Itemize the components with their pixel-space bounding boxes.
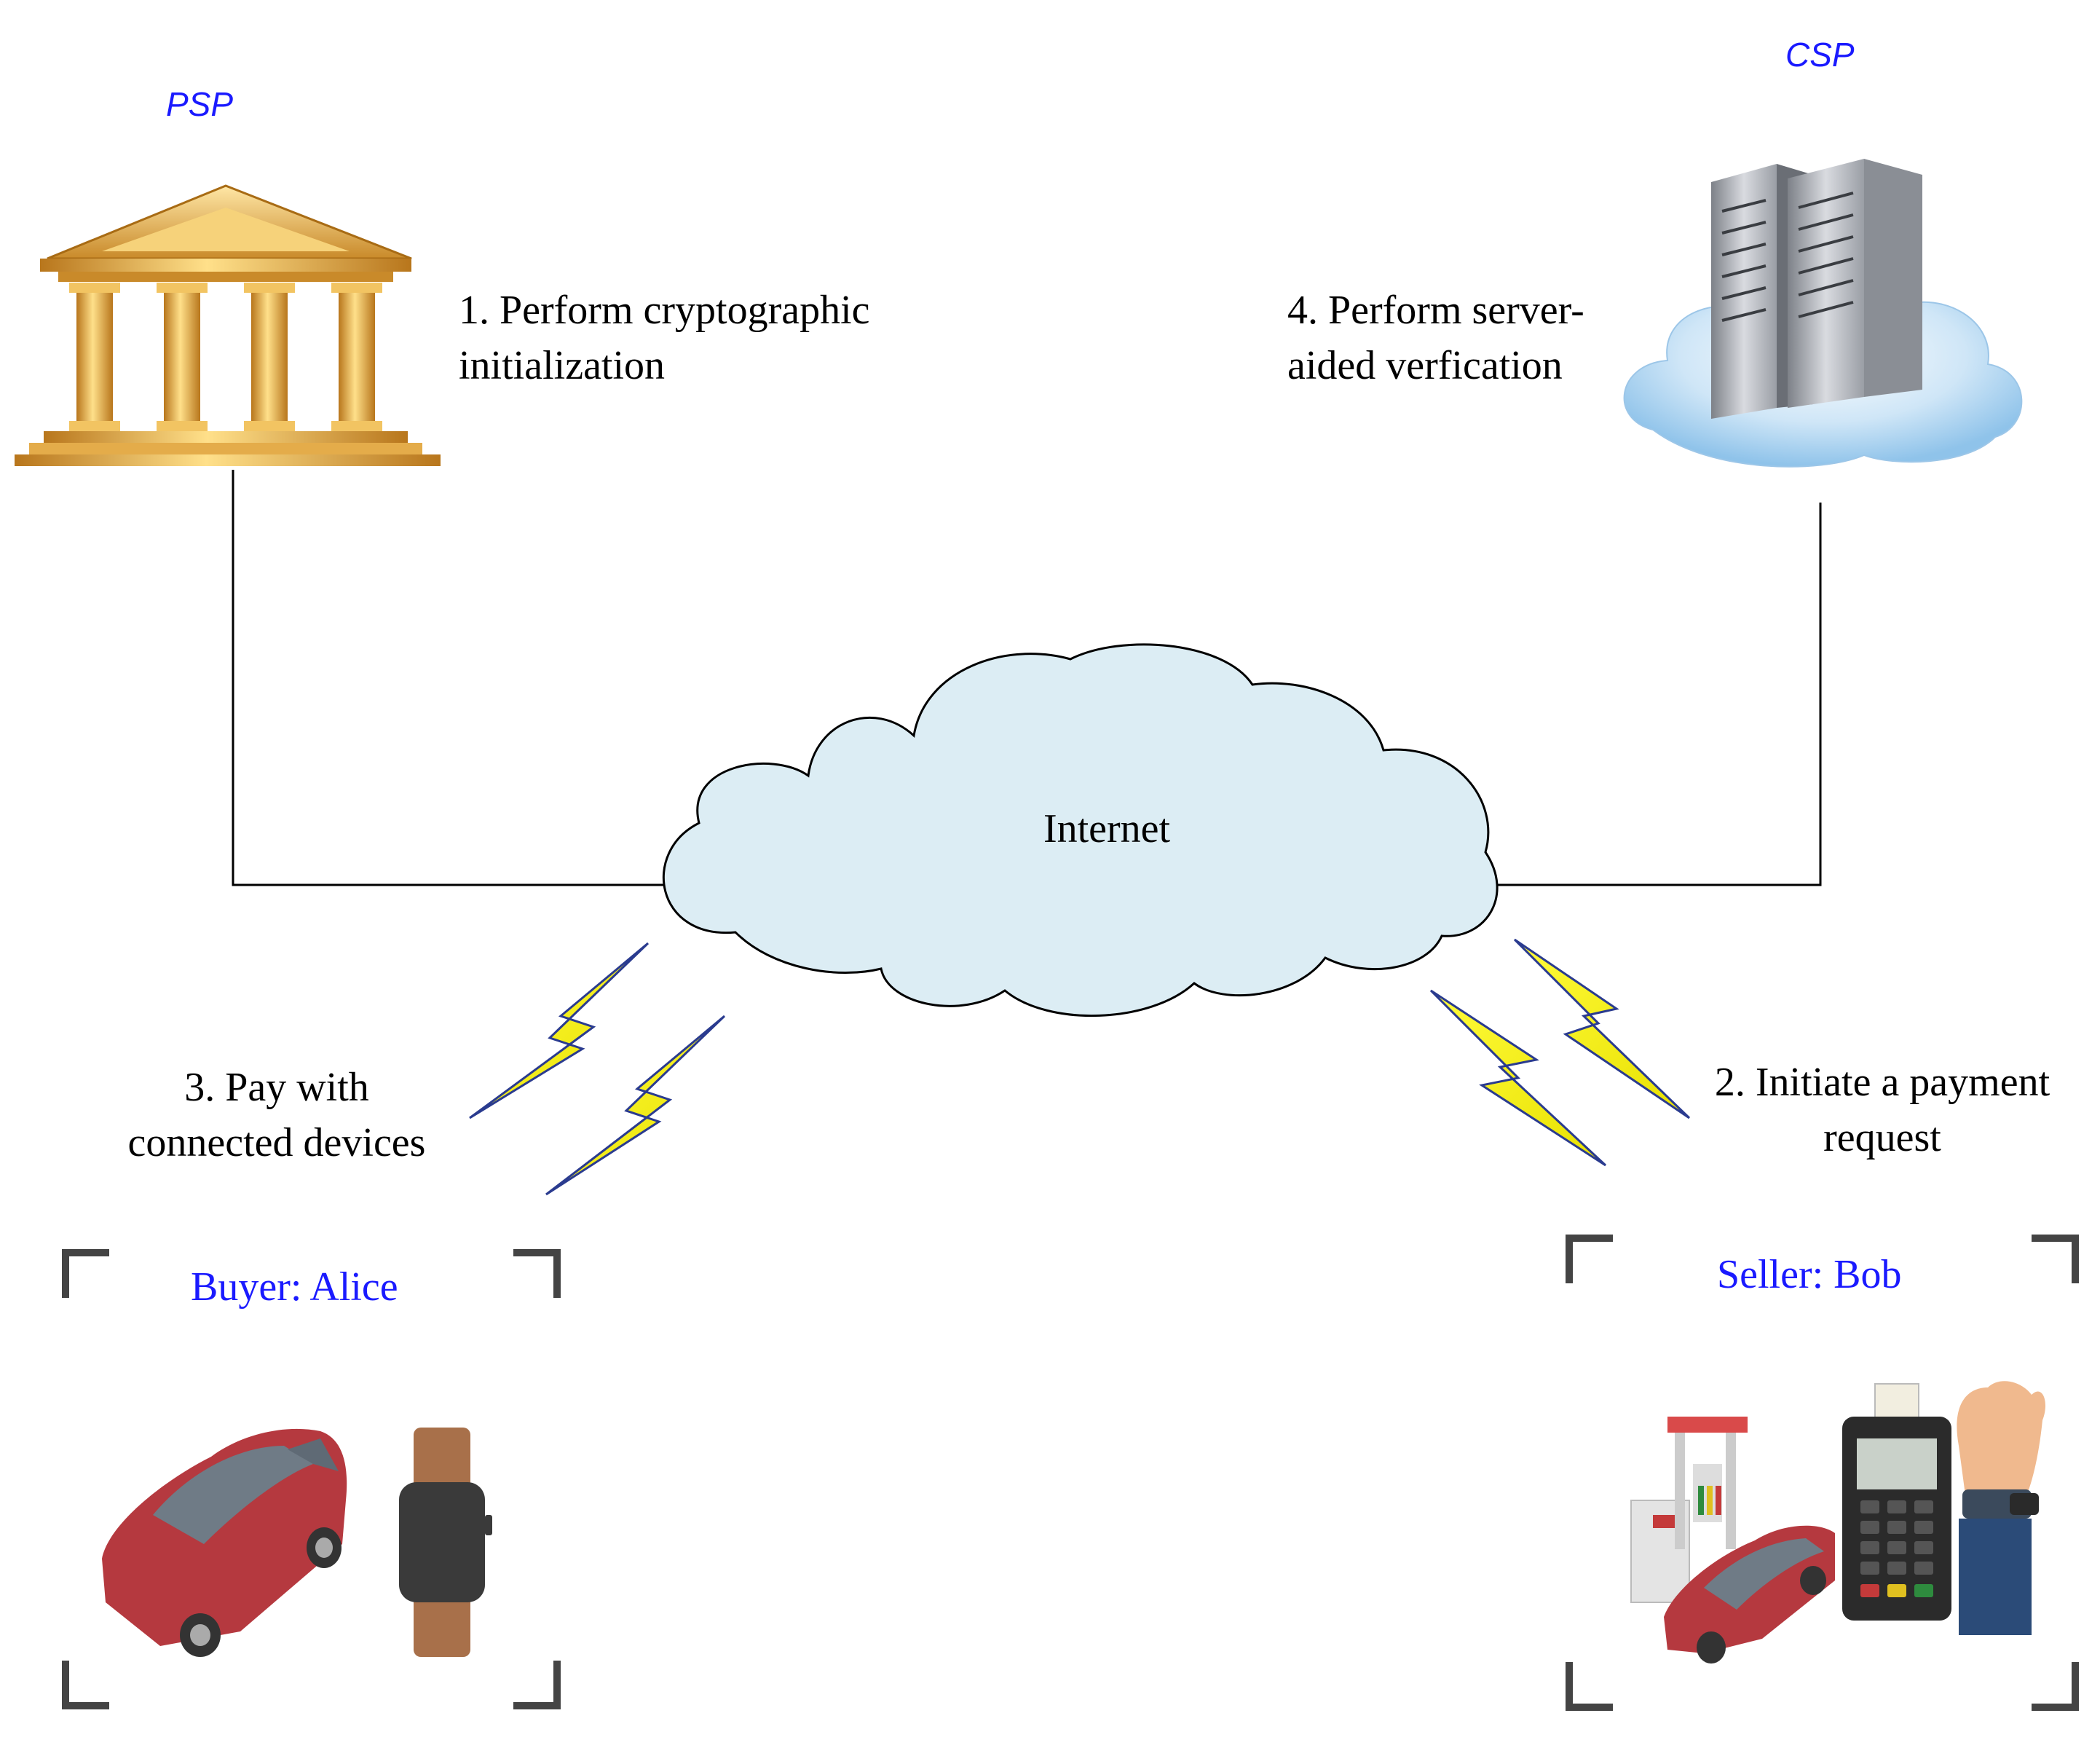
- buyer-label: Buyer: Alice: [191, 1264, 398, 1310]
- psp-label: PSP: [166, 85, 234, 123]
- internet-label: Internet: [1043, 806, 1171, 851]
- internet-cloud-icon: [662, 643, 1499, 1017]
- step1-text: 1. Perform cryptographic initialization: [459, 283, 869, 393]
- lightning-bolt-icon: [1513, 938, 1691, 1119]
- lightning-bolt-icon: [469, 942, 650, 1119]
- buyer-frame: [62, 1249, 561, 1709]
- seller-label: Seller: Bob: [1717, 1252, 1902, 1297]
- lightning-bolt-icon: [1429, 989, 1607, 1167]
- csp-connection-line: [1485, 503, 1822, 886]
- step4-line1: 4. Perform server-: [1287, 288, 1584, 333]
- step3-text: 3. Pay with connected devices: [95, 1060, 459, 1170]
- csp-label: CSP: [1785, 36, 1855, 74]
- psp-connection-line: [232, 470, 674, 886]
- step3-line2: connected devices: [127, 1120, 426, 1165]
- step3-line1: 3. Pay with: [184, 1065, 369, 1110]
- step4-line2: aided verfication: [1287, 343, 1563, 388]
- step2-text: 2. Initiate a payment request: [1675, 1055, 2090, 1165]
- cloud-server-icon: [1623, 159, 2023, 468]
- seller-frame: [1566, 1235, 2079, 1711]
- gas-pump-icon: [1630, 1417, 1748, 1603]
- pos-terminal-icon: [1842, 1383, 1951, 1621]
- seller-car-icon: [1664, 1525, 1835, 1664]
- step2-line1: 2. Initiate a payment: [1714, 1060, 2050, 1105]
- step4-text: 4. Perform server- aided verfication: [1287, 283, 1584, 393]
- car-icon: [102, 1428, 347, 1657]
- bank-building-icon: [15, 184, 441, 466]
- wrist-wearable-icon: [1957, 1381, 2046, 1635]
- step1-line2: initialization: [459, 343, 666, 388]
- step1-line1: 1. Perform cryptographic: [459, 288, 870, 333]
- smartwatch-icon: [399, 1428, 492, 1657]
- lightning-bolt-icon: [545, 1015, 726, 1196]
- step2-line2: request: [1823, 1115, 1941, 1160]
